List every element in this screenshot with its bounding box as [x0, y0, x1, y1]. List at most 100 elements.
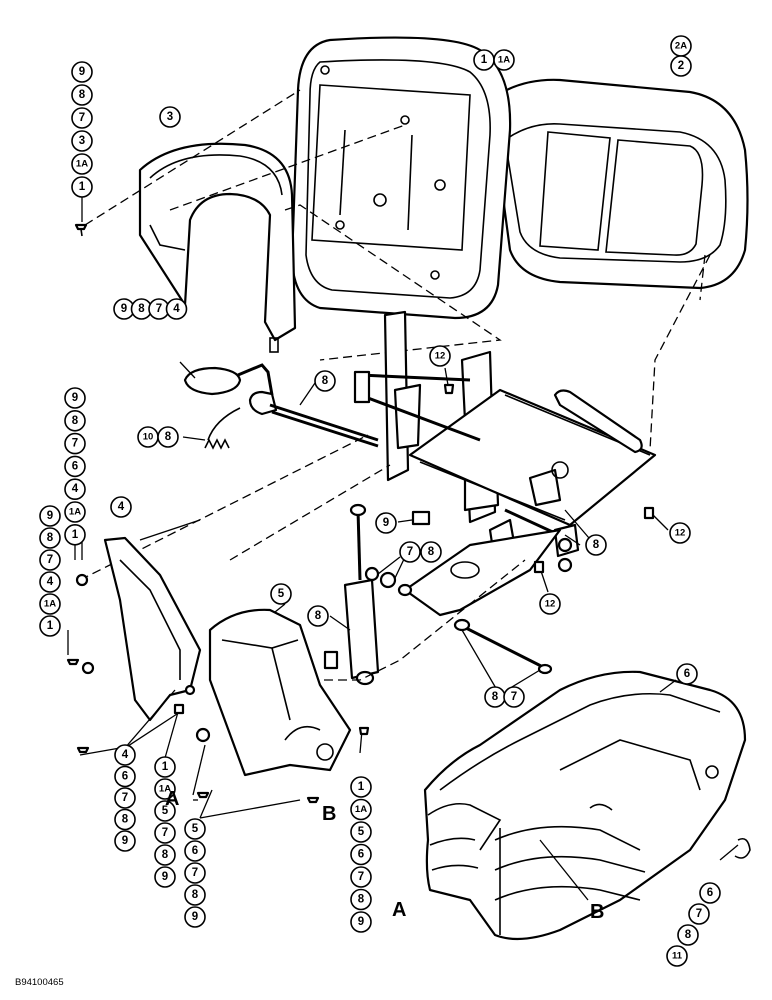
svg-text:11: 11 — [672, 951, 683, 962]
svg-text:7: 7 — [79, 112, 85, 124]
svg-text:8: 8 — [358, 894, 365, 906]
svg-text:6: 6 — [122, 771, 128, 783]
reference-letter-b-right: B — [590, 901, 604, 923]
svg-text:7: 7 — [162, 827, 168, 839]
callout-side-left-stack-5: 1A — [64, 501, 86, 523]
callout-bolt12-right-0: 12 — [669, 522, 691, 544]
svg-text:4: 4 — [122, 749, 129, 761]
seat-frame — [353, 310, 657, 558]
svg-text:8: 8 — [593, 539, 600, 551]
callout-back-cover-hw-5: 1 — [71, 176, 93, 198]
svg-text:4: 4 — [118, 501, 125, 513]
callout-back-cover-hw-4: 1A — [71, 153, 93, 175]
svg-text:1A: 1A — [76, 159, 88, 170]
svg-text:9: 9 — [122, 835, 128, 847]
callout-lever-hw-3: 4 — [165, 298, 188, 320]
callout-bottom-left-stack-3: 8 — [114, 808, 136, 831]
svg-text:8: 8 — [162, 849, 169, 861]
callout-lower-bushing-1: 7 — [503, 686, 525, 708]
callout-cushion-0: 2A — [670, 35, 692, 57]
svg-text:8: 8 — [79, 89, 86, 101]
callout-side-left-stack-3: 6 — [64, 455, 86, 478]
base-plate — [403, 528, 562, 617]
callout-back-cover-hw-2: 7 — [71, 107, 93, 129]
callout-side-far-left-4: 1A — [39, 593, 61, 615]
svg-text:3: 3 — [167, 111, 173, 123]
svg-text:1A: 1A — [44, 599, 56, 610]
callout-spring-1: 8 — [157, 426, 179, 448]
back-cover — [138, 142, 297, 353]
svg-text:9: 9 — [121, 303, 127, 315]
callout-bottom-left-stack-4: 9 — [114, 830, 136, 852]
svg-text:1: 1 — [47, 620, 54, 632]
svg-text:2A: 2A — [675, 41, 687, 52]
seat-cushion — [488, 78, 749, 290]
side-shield-left — [75, 536, 202, 722]
svg-text:1A: 1A — [355, 804, 367, 815]
svg-text:6: 6 — [192, 845, 198, 857]
callout-boot-hw-3: 11 — [666, 945, 688, 967]
callout-washer-pair-0: 7 — [399, 541, 421, 563]
svg-text:8: 8 — [138, 303, 145, 315]
svg-text:8: 8 — [492, 691, 499, 703]
seat-back — [290, 36, 512, 320]
svg-text:1: 1 — [162, 761, 169, 773]
callout-seat-back-1: 1A — [493, 49, 515, 71]
svg-text:3: 3 — [79, 135, 85, 147]
svg-text:9: 9 — [192, 911, 198, 923]
reference-letter-b-left: B — [322, 803, 336, 825]
callout-side-far-left-5: 1 — [39, 615, 61, 637]
svg-text:8: 8 — [122, 814, 129, 826]
callout-right-stack-3: 6 — [350, 843, 372, 866]
callout-right-stack-4: 7 — [350, 866, 372, 888]
svg-text:8: 8 — [315, 610, 322, 622]
lever-shaft — [204, 390, 379, 450]
svg-text:4: 4 — [173, 303, 180, 315]
callout-right-stack-5: 8 — [350, 888, 372, 911]
svg-text:7: 7 — [358, 871, 364, 883]
svg-text:8: 8 — [165, 431, 172, 443]
svg-text:1: 1 — [481, 54, 488, 66]
svg-text:9: 9 — [72, 392, 78, 404]
callout-side-left-stack-6: 1 — [64, 523, 86, 546]
svg-text:7: 7 — [511, 691, 517, 703]
svg-text:8: 8 — [47, 532, 54, 544]
callout-mid-stack-2-3: 8 — [184, 884, 206, 906]
callout-side-left-stack-0: 9 — [64, 387, 86, 409]
svg-text:10: 10 — [143, 432, 154, 443]
svg-text:6: 6 — [707, 887, 713, 899]
callout-side-left-stack-1: 8 — [64, 409, 86, 432]
svg-text:7: 7 — [192, 867, 198, 879]
callout-mid-stack-1-1: 1A — [154, 778, 176, 800]
callout-bottom-left-stack-0: 4 — [114, 744, 136, 766]
svg-text:1: 1 — [72, 529, 79, 541]
callout-side-right-panel-0: 6 — [676, 663, 698, 685]
svg-text:5: 5 — [278, 588, 285, 600]
callout-boot-hw-2: 8 — [677, 924, 699, 946]
callout-right-stack-6: 9 — [350, 911, 372, 933]
side-shield-right — [208, 608, 352, 777]
svg-text:8: 8 — [685, 929, 692, 941]
callout-spacer-0: 9 — [375, 512, 397, 534]
svg-text:7: 7 — [122, 792, 128, 804]
bolts — [66, 223, 655, 804]
callout-side-left-part-0: 4 — [110, 496, 132, 518]
callout-bolt12-top-0: 12 — [429, 345, 451, 367]
svg-text:4: 4 — [72, 483, 79, 495]
reference-letter-a-left: A — [165, 788, 179, 810]
callout-mid-stack-1-4: 8 — [154, 844, 176, 866]
svg-text:6: 6 — [358, 849, 364, 861]
callout-side-left-stack-4: 4 — [64, 478, 86, 501]
callout-mid-stack-2-4: 9 — [184, 906, 206, 928]
callout-seat-back-0: 1 — [473, 49, 495, 71]
svg-text:7: 7 — [407, 546, 413, 558]
callout-mid-stack-2-2: 7 — [184, 862, 206, 884]
callout-boot-hw-1: 7 — [688, 903, 710, 925]
svg-text:5: 5 — [192, 823, 199, 835]
svg-text:1A: 1A — [498, 55, 510, 66]
svg-text:12: 12 — [545, 599, 556, 610]
callout-lower-bushing-0: 8 — [484, 686, 506, 708]
callout-bottom-left-stack-1: 6 — [114, 765, 136, 788]
svg-text:9: 9 — [79, 66, 85, 78]
